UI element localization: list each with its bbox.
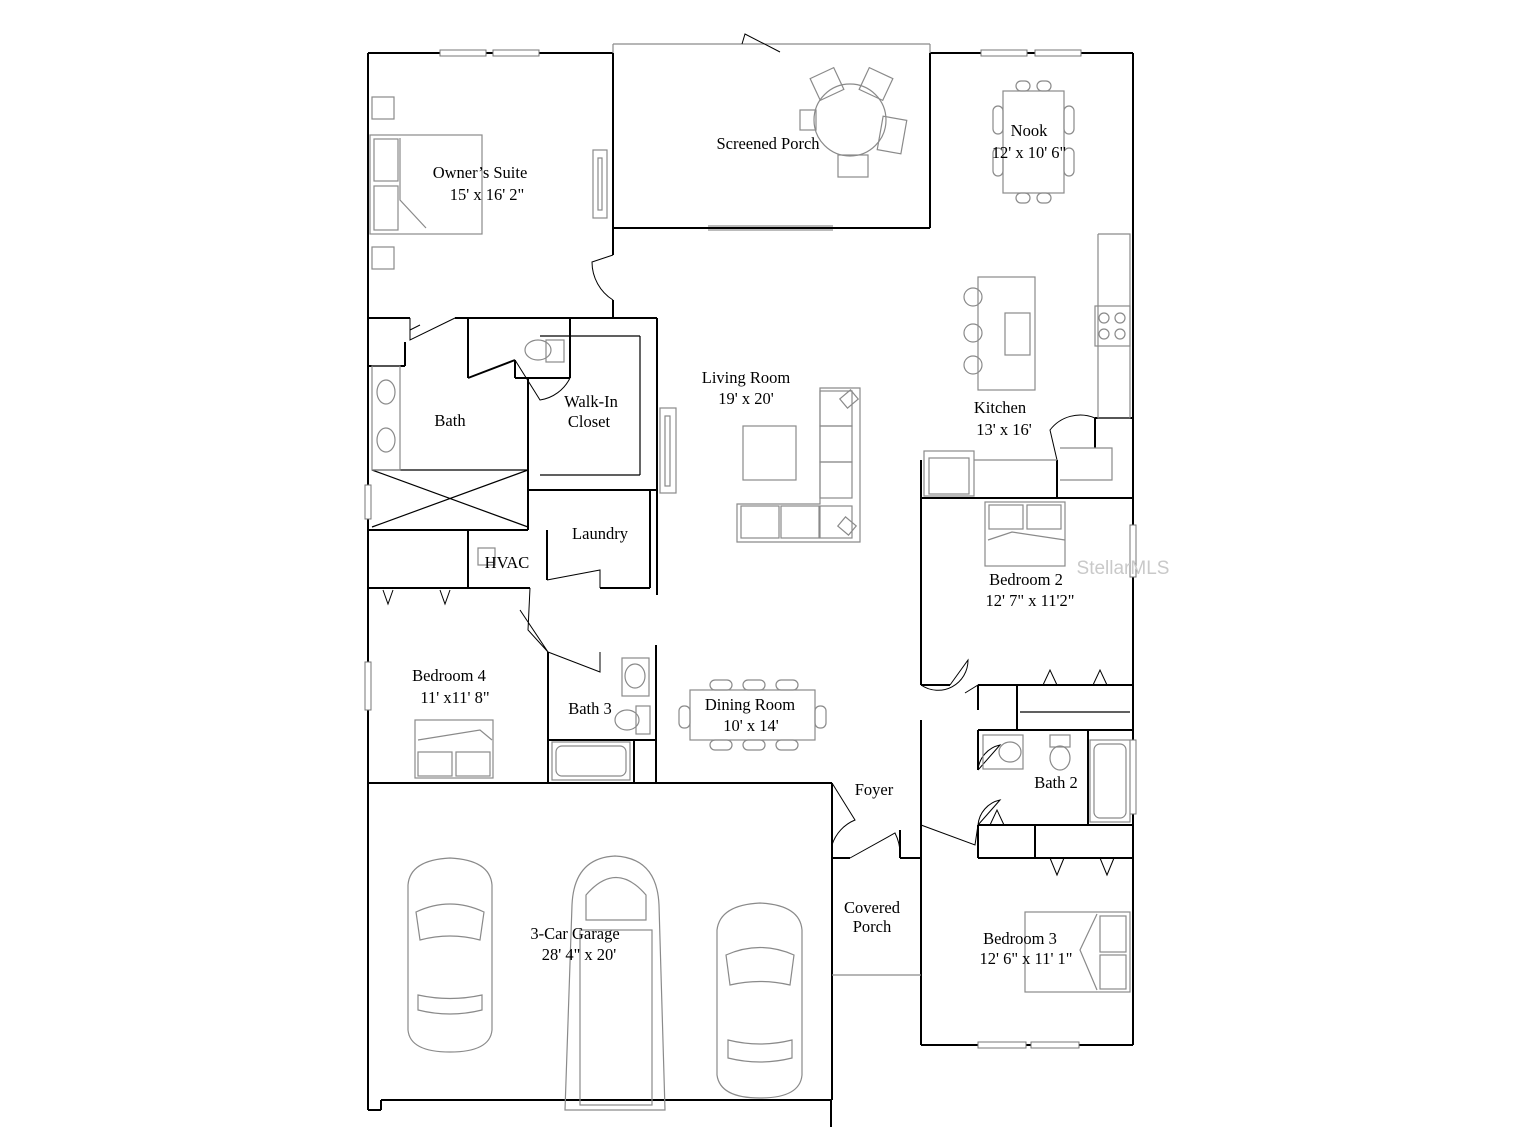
dining-room-name: Dining Room xyxy=(705,695,795,714)
hvac-name: HVAC xyxy=(485,553,530,572)
garage-vehicles xyxy=(407,855,803,1111)
bath-3-name: Bath 3 xyxy=(568,699,612,718)
garage-size: 28' 4" x 20' xyxy=(542,945,617,964)
bedroom-beds xyxy=(414,501,1131,993)
covered-porch-line2: Porch xyxy=(853,917,892,936)
nook-table xyxy=(992,80,1075,204)
nook-size: 12' x 10' 6" xyxy=(992,143,1067,162)
kitchen-size: 13' x 16' xyxy=(976,420,1031,439)
owners-bed xyxy=(369,96,608,270)
laundry-name: Laundry xyxy=(572,524,629,543)
windows xyxy=(364,49,1137,1049)
owners-suite-name: Owner’s Suite xyxy=(433,163,528,182)
screened-porch-name: Screened Porch xyxy=(716,134,820,153)
dining-table xyxy=(678,679,827,751)
bedroom-3-size: 12' 6" x 11' 1" xyxy=(979,949,1072,968)
living-room-name: Living Room xyxy=(702,368,791,387)
bath-2-name: Bath 2 xyxy=(1034,773,1078,792)
bath-name: Bath xyxy=(434,411,466,430)
dining-room-size: 10' x 14' xyxy=(723,716,778,735)
bedroom-2-name: Bedroom 2 xyxy=(989,570,1063,589)
door-swings xyxy=(382,254,1115,877)
living-room-size: 19' x 20' xyxy=(718,389,773,408)
kitchen-fixtures xyxy=(923,233,1131,497)
bedroom-4-size: 11' x11' 8" xyxy=(420,688,489,707)
walk-in-closet-line2: Closet xyxy=(568,412,611,431)
bedroom-4-name: Bedroom 4 xyxy=(412,666,486,685)
watermark: StellarMLS xyxy=(1077,558,1170,579)
garage-name: 3-Car Garage xyxy=(530,924,619,943)
room-labels: Owner’s Suite 15' x 16' 2" Screened Porc… xyxy=(412,121,1078,968)
bedroom-2-size: 12' 7" x 11'2" xyxy=(986,591,1075,610)
walk-in-closet-line1: Walk-In xyxy=(564,392,618,411)
kitchen-name: Kitchen xyxy=(974,398,1026,417)
screened-porch-enclosure xyxy=(612,33,931,231)
interior-walls xyxy=(368,228,1133,1045)
porch-table-set xyxy=(799,66,908,178)
foyer-name: Foyer xyxy=(855,780,894,799)
bedroom-3-name: Bedroom 3 xyxy=(983,929,1057,948)
owners-suite-size: 15' x 16' 2" xyxy=(450,185,525,204)
covered-porch-line1: Covered xyxy=(844,898,901,917)
living-room-furniture xyxy=(659,387,861,543)
nook-name: Nook xyxy=(1011,121,1048,140)
bath-fixtures xyxy=(371,339,1131,823)
